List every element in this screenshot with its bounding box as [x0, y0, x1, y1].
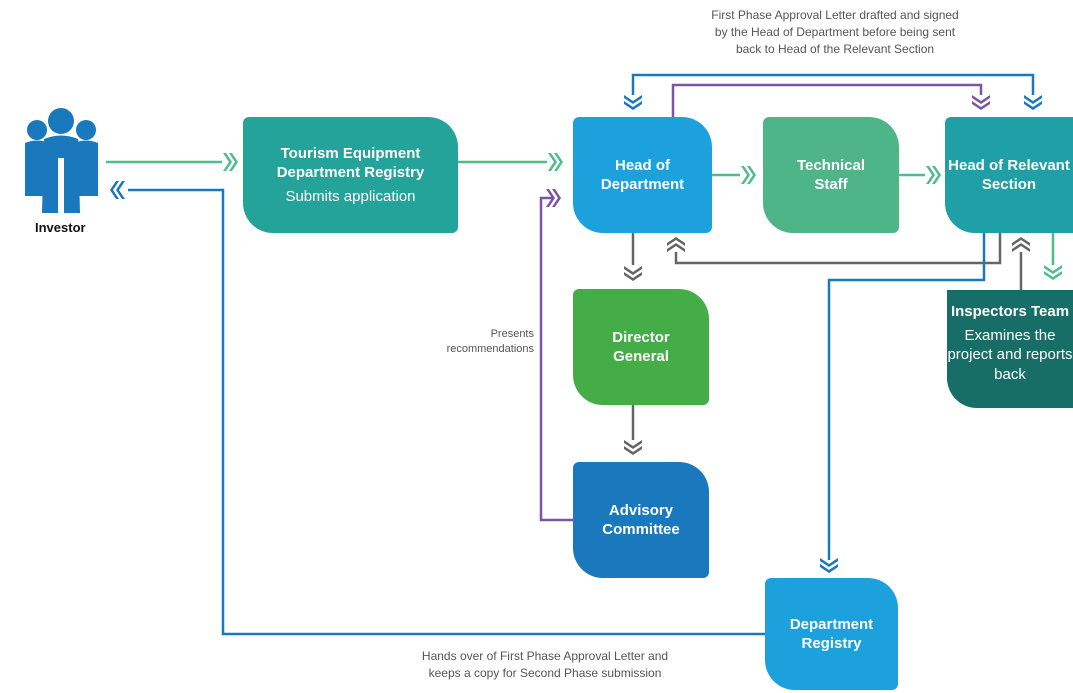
- director-general-box: Director General: [573, 289, 709, 405]
- technical-title-line2: Staff: [814, 176, 848, 193]
- head-section-title-line1: Head of Relevant: [948, 156, 1070, 174]
- bottom-handover-note: Hands over of First Phase Approval Lette…: [360, 648, 730, 682]
- tourism-registry-box: Tourism Equipment Department Registry Su…: [243, 117, 458, 233]
- dept-registry-title-line1: Department: [789, 615, 874, 633]
- investor-icon: [25, 108, 98, 213]
- top-note-line3: back to Head of the Relevant Section: [735, 41, 935, 56]
- investor-label: Investor: [35, 220, 86, 235]
- technical-staff-box: Technical Staff: [763, 117, 899, 233]
- top-note-line2: by the Head of Department before being s…: [714, 24, 956, 39]
- head-dept-title-line2: Department: [600, 176, 685, 193]
- director-title-line2: General: [613, 348, 669, 365]
- head-dept-title-line1: Head of: [614, 156, 670, 174]
- inspectors-team-box: Inspectors Team Examines the project and…: [947, 290, 1073, 408]
- presents-note-line2: recommendations: [446, 343, 534, 356]
- inspectors-sub-line3: back: [994, 365, 1026, 383]
- dept-registry-title-line2: Registry: [801, 635, 862, 652]
- technical-title-line1: Technical: [796, 156, 866, 174]
- registry-subtitle: Submits application: [285, 187, 416, 205]
- flow-lines-gray: [631, 232, 1023, 440]
- flow-lines-green: [106, 160, 1055, 265]
- inspectors-sub-line2: project and reports: [947, 346, 1073, 363]
- head-section-title-line2: Section: [981, 176, 1037, 193]
- top-approval-note: First Phase Approval Letter drafted and …: [640, 7, 1030, 57]
- department-registry-box: Department Registry: [765, 578, 898, 690]
- presents-recommendations-note: Presents recommendations: [414, 327, 534, 358]
- flow-lines-blue: [128, 73, 1035, 636]
- inspectors-sub-line1: Examines the: [964, 326, 1056, 344]
- flow-lines-purple: [539, 83, 983, 522]
- advisory-title-line1: Advisory: [608, 501, 674, 519]
- bottom-note-line2: keeps a copy for Second Phase submission: [428, 665, 662, 680]
- head-of-relevant-section-box: Head of Relevant Section: [945, 117, 1073, 233]
- presents-note-line1: Presents: [490, 328, 534, 340]
- registry-title-line2: Department Registry: [276, 164, 425, 182]
- advisory-title-line2: Committee: [602, 521, 680, 538]
- registry-title-line1: Tourism Equipment: [280, 144, 421, 162]
- advisory-committee-box: Advisory Committee: [573, 462, 709, 578]
- bottom-note-line1: Hands over of First Phase Approval Lette…: [421, 649, 669, 663]
- director-title-line1: Director: [612, 328, 670, 346]
- top-note-line1: First Phase Approval Letter drafted and …: [711, 8, 959, 22]
- inspectors-title: Inspectors Team: [950, 303, 1070, 320]
- head-of-department-box: Head of Department: [573, 117, 712, 233]
